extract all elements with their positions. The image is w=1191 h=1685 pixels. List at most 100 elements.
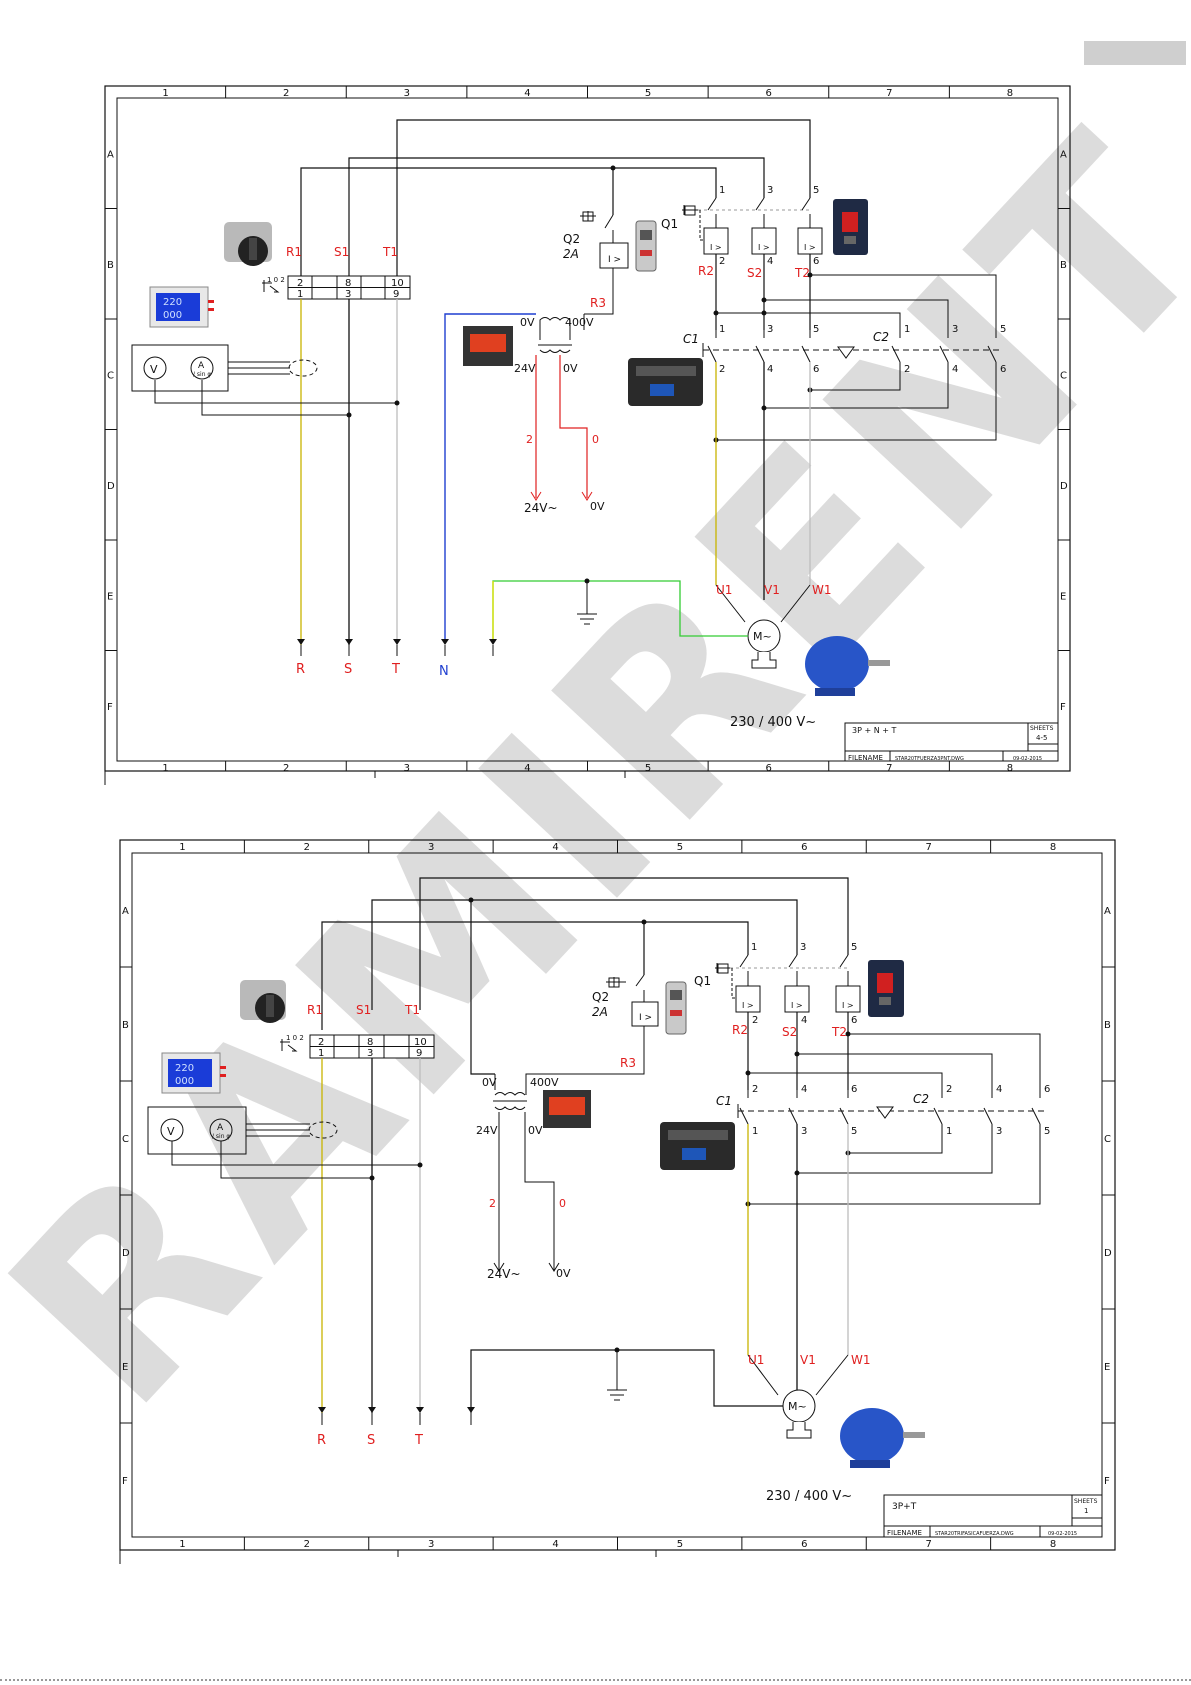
tb1-filename: STAR20TFUERZA3PNT.DWG	[895, 756, 964, 762]
t2-top-c: 10	[414, 1037, 427, 1048]
d2-col-3-bottom: 3	[428, 1539, 434, 1550]
t1-bot-c: 9	[393, 289, 399, 300]
d2-col-2-top: 2	[304, 842, 310, 853]
supply1-r: R	[296, 662, 305, 677]
d1-row-D-right: D	[1060, 481, 1068, 492]
motor2-u1: U1	[748, 1353, 764, 1367]
tb2-title: 3P+T	[892, 1502, 917, 1512]
c1-bot-4: 4	[767, 364, 773, 375]
ctrl1-wire-0: 0	[592, 433, 599, 446]
tr1-out-0v: 0V	[563, 362, 578, 375]
supply2-r: R	[317, 1433, 326, 1448]
d2-col-4-bottom: 4	[552, 1539, 558, 1550]
q1-out-t2: T2	[794, 266, 810, 280]
c1-label: C1	[683, 332, 699, 346]
tr2-out-0v: 0V	[528, 1124, 543, 1137]
q1-bot-4: 4	[767, 256, 773, 267]
c1b-contacts	[739, 1090, 1041, 1125]
c1-bot-2: 2	[719, 364, 725, 375]
t2-bot-a: 1	[318, 1048, 324, 1059]
d1-col-7-top: 7	[886, 88, 892, 99]
q2-rating: 2A	[563, 247, 579, 261]
t1-top-b: 8	[345, 278, 351, 289]
switch2-r1: R1	[307, 1003, 323, 1017]
title-block-2	[883, 1494, 1103, 1538]
d2-row-B-right: B	[1104, 1020, 1111, 1031]
supply-terminals-1	[297, 639, 497, 656]
contactor-image-2	[660, 1122, 735, 1170]
c2-top-3: 3	[952, 324, 958, 335]
d2-row-E-left: E	[122, 1362, 128, 1373]
d2-row-D-left: D	[122, 1248, 130, 1259]
q1-top-3: 3	[767, 185, 773, 196]
d1-col-2-top: 2	[283, 88, 289, 99]
d2-col-5-bottom: 5	[677, 1539, 683, 1550]
d2-col-3-top: 3	[428, 842, 434, 853]
c2-top-1: 1	[904, 324, 910, 335]
d1-col-4-bottom: 4	[524, 763, 530, 774]
breaker-q2-image	[635, 220, 657, 272]
d1-col-2-bottom: 2	[283, 763, 289, 774]
panel-meter-image-2: 220 000	[161, 1052, 226, 1094]
q1b-poles: I > I > I >	[735, 954, 861, 1013]
panel-meter-image: 220 000	[149, 286, 214, 328]
voltage2-label: 230 / 400 V~	[766, 1489, 852, 1504]
tb2-sheets-value: 1	[1084, 1507, 1088, 1515]
c2-top-5: 5	[1000, 324, 1006, 335]
svg-text:I >: I >	[608, 255, 621, 265]
motor1-label: M~	[753, 630, 772, 643]
supply1-s: S	[344, 662, 352, 677]
q1b-label: Q1	[694, 974, 711, 988]
motor1-v1: V1	[764, 583, 780, 597]
d1-col-3-bottom: 3	[404, 763, 410, 774]
d2-row-A-right: A	[1104, 906, 1111, 917]
d1-row-B-right: B	[1060, 260, 1067, 271]
d2-row-C-left: C	[122, 1134, 129, 1145]
c2b-top-a: 2	[946, 1084, 952, 1095]
d1-row-F-left: F	[107, 702, 113, 713]
meter1-display-a: 000	[163, 310, 182, 321]
tr1-out-24v: 24V	[514, 362, 536, 375]
t2-bot-c: 9	[416, 1048, 422, 1059]
q1-bot-6: 6	[813, 256, 819, 267]
r3-label: R3	[590, 296, 606, 310]
tr2-out-24v: 24V	[476, 1124, 498, 1137]
c1b-label: C1	[716, 1094, 732, 1108]
d1-row-A-right: A	[1060, 149, 1067, 160]
q1-top-5: 5	[813, 185, 819, 196]
d1-col-6-bottom: 6	[765, 763, 771, 774]
q1-out-s2: S2	[747, 266, 762, 280]
d2-col-8-bottom: 8	[1050, 1539, 1056, 1550]
t2-top-a: 2	[318, 1037, 324, 1048]
d2-row-F-left: F	[122, 1476, 128, 1487]
selector-switch-image	[224, 222, 272, 266]
c1b-top-b: 4	[801, 1084, 807, 1095]
transformer-symbol	[538, 314, 585, 353]
tb2-filename: STAR20TRIFASICAFUERZA.DWG	[935, 1531, 1014, 1537]
d2-col-1-bottom: 1	[179, 1539, 185, 1550]
meter2-display-v: 220	[175, 1063, 194, 1074]
svg-text:I >: I >	[742, 1001, 754, 1010]
t1-top-c: 10	[391, 278, 404, 289]
d1-row-D-left: D	[107, 481, 115, 492]
tr2-in-0v: 0V	[482, 1076, 497, 1089]
c1b-top-c: 6	[851, 1084, 857, 1095]
ctrl1-out-0v: 0V	[590, 500, 605, 513]
d1-row-F-right: F	[1060, 702, 1066, 713]
q1b-bot-2: 2	[752, 1015, 758, 1026]
q1-poles: I > I > I >	[703, 197, 823, 255]
d2-col-1-top: 1	[179, 842, 185, 853]
motor-protector-image	[833, 199, 868, 255]
ctrl1-out-24v: 24V~	[524, 501, 558, 515]
tb2-sheets-label: SHEETS	[1074, 1498, 1098, 1505]
q1b-top-5: 5	[851, 942, 857, 953]
c2-bot-2: 2	[904, 364, 910, 375]
svg-text:I >: I >	[758, 243, 770, 252]
d2-col-6-top: 6	[801, 842, 807, 853]
tb1-title: 3P + N + T	[852, 726, 896, 735]
page-corner-tab	[1084, 41, 1186, 65]
contactor-image	[628, 358, 703, 406]
d2-col-2-bottom: 2	[304, 1539, 310, 1550]
d1-col-3-top: 3	[404, 88, 410, 99]
